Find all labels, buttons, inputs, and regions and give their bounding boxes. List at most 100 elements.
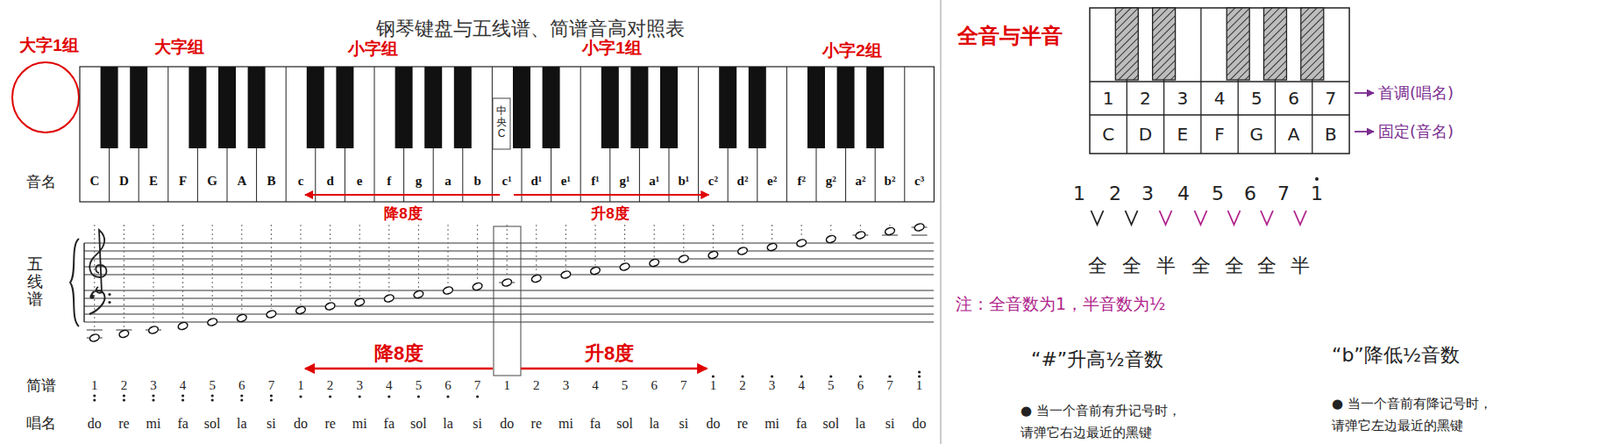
solfege-syllable: do [912, 415, 927, 432]
guide-line [123, 224, 125, 329]
scale-step: 4 [1177, 182, 1190, 205]
bass-clef-head [89, 293, 94, 299]
note-name: g¹ [619, 173, 631, 189]
octave-dot [711, 374, 715, 377]
black-key [807, 66, 825, 149]
black-key [866, 66, 884, 149]
black-key [129, 66, 148, 149]
note-name: c³ [914, 173, 925, 189]
annotation: 固定(音名) [1378, 122, 1454, 142]
note-name: c² [708, 173, 719, 189]
octave-dot [476, 394, 479, 398]
note-name: b¹ [677, 173, 690, 189]
note-name: f² [796, 173, 806, 189]
keyboard-frame [79, 66, 934, 202]
solfege-syllable: fa [177, 415, 188, 432]
note-head [442, 285, 455, 296]
note-head [913, 222, 925, 233]
treble-clef [89, 229, 107, 293]
check-mark [1260, 210, 1273, 225]
octave-label: 降8度 [384, 205, 422, 223]
note-head [324, 301, 336, 312]
note-head [471, 281, 484, 292]
black-key [218, 66, 236, 149]
note-name: f¹ [590, 173, 600, 189]
note-name: D [119, 173, 129, 189]
jianpu-digit: 1 [297, 377, 305, 393]
octave-dot [181, 398, 185, 401]
scale-step: 2 [1109, 182, 1122, 205]
octave-dot [181, 393, 185, 397]
note-name: c [298, 173, 305, 189]
black-key [660, 66, 678, 149]
note-head [796, 238, 808, 249]
rule-text: ● 当一个音前有降记号时， [1331, 396, 1493, 412]
octave-dot [829, 374, 832, 377]
key-cell-label: D [1138, 124, 1152, 145]
note-head [265, 309, 278, 320]
jianpu-digit: 1 [91, 377, 99, 393]
solfege-syllable: fa [384, 415, 395, 432]
octave-label: 升8度 [584, 341, 634, 364]
staff-line [84, 298, 934, 299]
jianpu-digit: 2 [739, 377, 747, 393]
black-key [512, 66, 531, 149]
octave-dot [92, 398, 96, 401]
jianpu-digit: 5 [621, 377, 629, 393]
group-label: 大字1组 [19, 35, 79, 56]
key-divider [580, 66, 582, 202]
octave-dot [151, 393, 155, 397]
ledger-line [86, 329, 103, 331]
octave-arrow [305, 367, 493, 370]
octave-dot [888, 374, 891, 377]
solfege-syllable: la [442, 415, 454, 432]
rule-text: ● 当一个音前有升记号时， [1020, 403, 1181, 419]
guide-line [682, 224, 684, 254]
row-heading: 唱名 [26, 414, 57, 433]
solfege-syllable: do [705, 415, 720, 432]
jianpu-digit: 1 [710, 377, 718, 393]
note-head [118, 328, 130, 339]
key-cell-label: F [1214, 124, 1225, 145]
guide-line [889, 224, 891, 227]
note-head [530, 273, 542, 284]
staff-line [84, 266, 934, 268]
solfege-syllable: la [236, 415, 248, 432]
octave-dot [917, 374, 921, 377]
black-key [100, 66, 119, 149]
note-name: A [236, 173, 247, 189]
note-head [737, 246, 749, 256]
chart-title: 钢琴键盘与五线谱、简谱音高对照表 [376, 17, 685, 40]
octave-dot [800, 374, 804, 377]
solfege-syllable: sol [204, 415, 221, 432]
note-head [206, 317, 219, 328]
guide-line [535, 224, 537, 274]
guide-line [182, 224, 184, 321]
note-head [884, 226, 896, 236]
scale-step: 5 [1211, 182, 1224, 205]
black-key [188, 66, 207, 149]
octave-dot [770, 374, 774, 377]
staff-line [84, 305, 934, 307]
jianpu-digit: 7 [886, 377, 894, 393]
bass-clef-dot [107, 292, 111, 296]
guide-line [93, 224, 95, 333]
octave-arrow [520, 367, 707, 370]
solfege-syllable: mi [352, 415, 368, 432]
key-divider [786, 66, 788, 202]
black-key [424, 66, 442, 149]
jianpu-digit: 4 [179, 377, 187, 393]
solfege-syllable: la [855, 415, 867, 432]
octave-dot [122, 398, 126, 401]
key-cell-label: 5 [1251, 88, 1263, 109]
octave-arrow [305, 193, 500, 196]
note-text: 注：全音数为1，半音数为½ [955, 294, 1167, 314]
note-name: B [266, 173, 276, 189]
guide-line [418, 224, 420, 290]
guide-line [595, 224, 597, 266]
scale-step: 全 [1088, 254, 1108, 277]
solfege-syllable: sol [410, 415, 427, 432]
group-label: 小字组 [348, 39, 399, 59]
rule-heading: “b”降低½音数 [1331, 343, 1460, 366]
